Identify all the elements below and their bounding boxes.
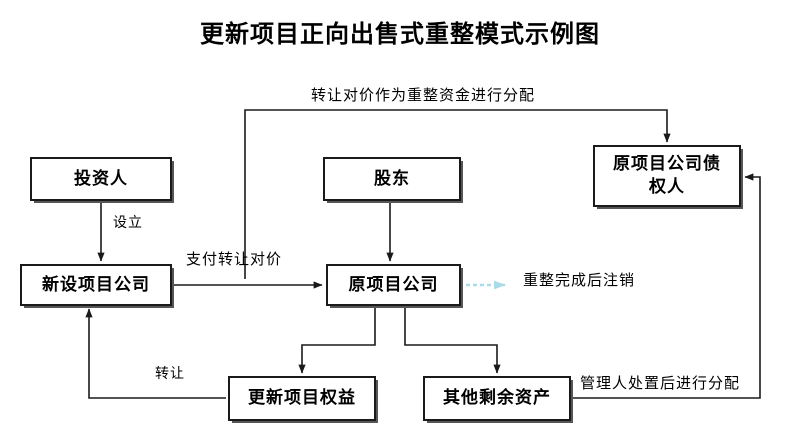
edge-label-consideration-distribution: 转让对价作为重整资金进行分配	[311, 86, 536, 104]
node-new-project-company-label: 新设项目公司	[42, 274, 150, 295]
node-original-project-company-label: 原项目公司	[348, 274, 439, 295]
edge-label-cancel-after-restructuring: 重整完成后注销	[523, 271, 636, 289]
node-shareholder-label: 股东	[374, 168, 410, 189]
node-original-project-company[interactable]: 原项目公司	[326, 264, 461, 306]
node-other-remaining-assets[interactable]: 其他剩余资产	[423, 376, 571, 421]
edge-oldco-to-assets	[404, 308, 501, 374]
node-original-creditors-label: 原项目公司债权人	[613, 154, 721, 197]
edge-label-pay-transfer-price: 支付转让对价	[186, 250, 283, 268]
node-original-creditors[interactable]: 原项目公司债权人	[593, 145, 741, 207]
node-shareholder[interactable]: 股东	[323, 157, 461, 201]
node-other-remaining-assets-label: 其他剩余资产	[443, 388, 551, 409]
edge-label-transfer: 转让	[155, 366, 185, 382]
edge-equity-to-newco	[85, 308, 226, 399]
edge-label-administrator-disposal: 管理人处置后进行分配	[580, 374, 741, 392]
node-investor-label: 投资人	[74, 168, 128, 189]
edge-label-establish: 设立	[113, 215, 143, 231]
node-updated-project-equity[interactable]: 更新项目权益	[228, 376, 376, 421]
page-title: 更新项目正向出售式重整模式示例图	[200, 20, 600, 48]
node-new-project-company[interactable]: 新设项目公司	[20, 264, 172, 306]
node-updated-project-equity-label: 更新项目权益	[248, 388, 356, 409]
edge-oldco-to-equity	[298, 308, 376, 374]
node-investor[interactable]: 投资人	[30, 157, 172, 201]
